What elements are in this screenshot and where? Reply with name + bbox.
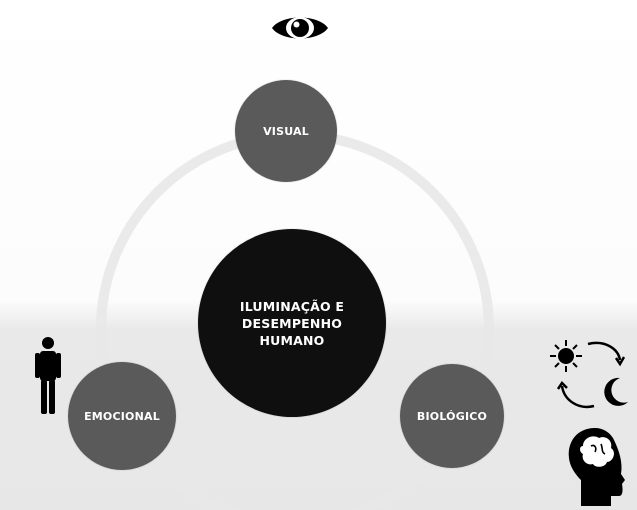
center-node: ILUMINAÇÃO E DESEMPENHO HUMANO bbox=[198, 229, 386, 417]
brain-head-icon bbox=[565, 426, 627, 508]
visual-node-label: VISUAL bbox=[263, 124, 309, 138]
emocional-node: EMOCIONAL bbox=[68, 362, 176, 470]
center-node-label: ILUMINAÇÃO E DESEMPENHO HUMANO bbox=[239, 298, 345, 348]
sun-moon-cycle-icon bbox=[548, 338, 634, 412]
biologico-node: BIOLÓGICO bbox=[400, 364, 504, 468]
person-icon bbox=[33, 336, 63, 416]
eye-icon bbox=[270, 12, 330, 44]
visual-node: VISUAL bbox=[235, 80, 337, 182]
biologico-node-label: BIOLÓGICO bbox=[416, 409, 488, 423]
emocional-node-label: EMOCIONAL bbox=[84, 409, 160, 423]
